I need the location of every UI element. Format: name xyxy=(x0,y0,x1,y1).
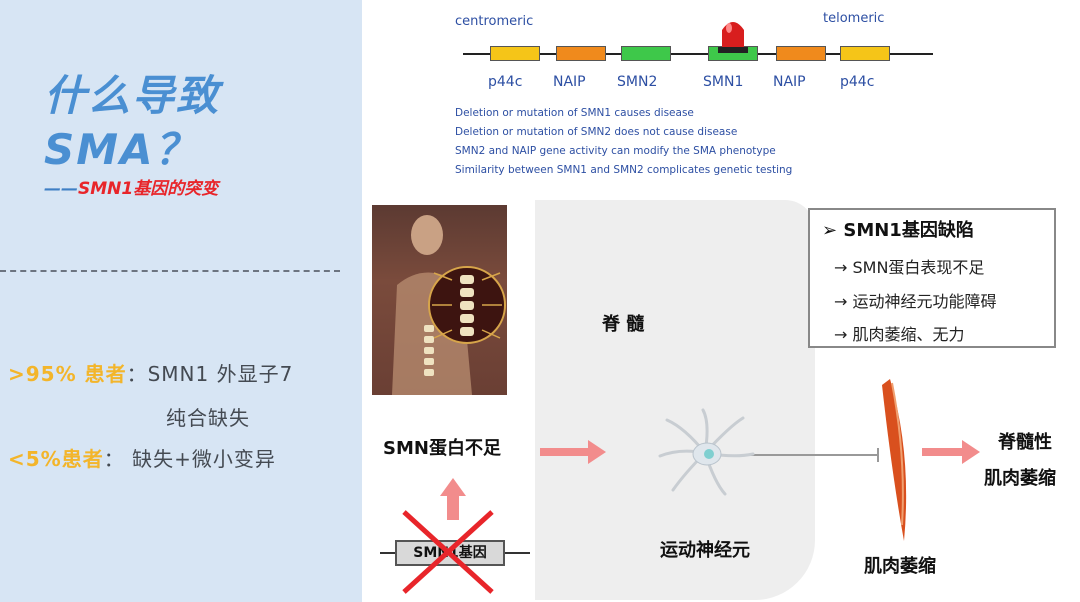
gene-label-smn2: SMN2 xyxy=(617,74,658,90)
spine-illustration xyxy=(392,215,506,395)
telomeric-label: telomeric xyxy=(823,11,885,26)
dashed-divider xyxy=(0,270,340,272)
arrow-right-icon: → xyxy=(834,292,853,311)
stat-95-highlight: >95% 患者 xyxy=(8,362,127,386)
muscle-atrophy-label: 肌肉萎缩 xyxy=(864,556,936,577)
stat-5-highlight: <5%患者 xyxy=(8,447,104,471)
cross-icon xyxy=(402,510,494,594)
info-item-1: → SMN蛋白表现不足 xyxy=(834,254,984,278)
info-item-1-text: SMN蛋白表现不足 xyxy=(852,258,985,277)
arrow-right-icon-2 xyxy=(922,440,980,464)
info-title: ➢ SMN1基因缺陷 xyxy=(822,216,974,242)
chromosome-line xyxy=(463,53,933,55)
result-line2: 肌肉萎缩 xyxy=(984,468,1056,489)
left-panel: 什么导致 SMA？ ——SMN1基因的突变 >95% 患者：SMN1 外显子7 … xyxy=(0,0,362,602)
motor-neuron-label: 运动神经元 xyxy=(660,540,750,561)
spinal-cord-area xyxy=(535,200,815,600)
smn-deficiency-label: SMN蛋白不足 xyxy=(383,438,501,459)
alarm-icon xyxy=(718,22,748,53)
muscle-icon xyxy=(882,379,907,541)
gene-block-p44c-right xyxy=(840,46,890,61)
gene-label-naip-left: NAIP xyxy=(553,74,586,90)
stat-5: <5%患者： 缺失+微小变异 xyxy=(8,443,276,472)
gene-label-naip-right: NAIP xyxy=(773,74,806,90)
stat-95: >95% 患者：SMN1 外显子7 xyxy=(8,358,293,387)
info-item-2-text: 运动神经元功能障碍 xyxy=(852,292,997,311)
info-item-3-text: 肌肉萎缩、无力 xyxy=(852,325,965,344)
stat-95-text2: 纯合缺失 xyxy=(166,406,250,430)
centromeric-label: centromeric xyxy=(455,14,534,29)
gene-block-naip-right xyxy=(776,46,826,61)
arrow-right-icon: → xyxy=(834,258,853,277)
gene-label-p44c-right: p44c xyxy=(840,74,875,90)
motor-neuron-icon xyxy=(658,408,755,496)
stat-5-text: ： 缺失+微小变异 xyxy=(103,447,276,471)
result-line1: 脊髓性 xyxy=(998,432,1052,453)
subtitle: ——SMN1基因的突变 xyxy=(44,174,218,199)
stat-95-text: ：SMN1 外显子7 xyxy=(126,362,294,386)
gene-label-p44c-left: p44c xyxy=(488,74,523,90)
title-line1: 什么导致 xyxy=(44,71,221,120)
info-title-text: SMN1基因缺陷 xyxy=(843,220,974,241)
gene-block-naip-left xyxy=(556,46,606,61)
spine-photo xyxy=(372,205,507,395)
gene-label-smn1: SMN1 xyxy=(703,74,744,90)
arrow-up-icon xyxy=(440,478,466,520)
note-4: Similarity between SMN1 and SMN2 complic… xyxy=(455,164,793,176)
info-item-3: → 肌肉萎缩、无力 xyxy=(834,321,965,345)
spinal-cord-label: 脊 髓 xyxy=(602,314,645,335)
subtitle-dash: —— xyxy=(44,179,78,199)
pointer-icon: ➢ xyxy=(822,220,844,241)
arrow-right-icon: → xyxy=(834,325,853,344)
title-line2: SMA？ xyxy=(44,125,199,174)
gene-block-p44c-left xyxy=(490,46,540,61)
arrow-right-icon-1 xyxy=(540,440,606,464)
info-box: ➢ SMN1基因缺陷 → SMN蛋白表现不足 → 运动神经元功能障碍 → 肌肉萎… xyxy=(808,208,1056,348)
info-item-2: → 运动神经元功能障碍 xyxy=(834,288,997,312)
subtitle-text: SMN1基因的突变 xyxy=(78,179,219,199)
note-1: Deletion or mutation of SMN1 causes dise… xyxy=(455,107,694,119)
note-2: Deletion or mutation of SMN2 does not ca… xyxy=(455,126,738,138)
gene-block-smn2 xyxy=(621,46,671,61)
note-3: SMN2 and NAIP gene activity can modify t… xyxy=(455,145,776,157)
